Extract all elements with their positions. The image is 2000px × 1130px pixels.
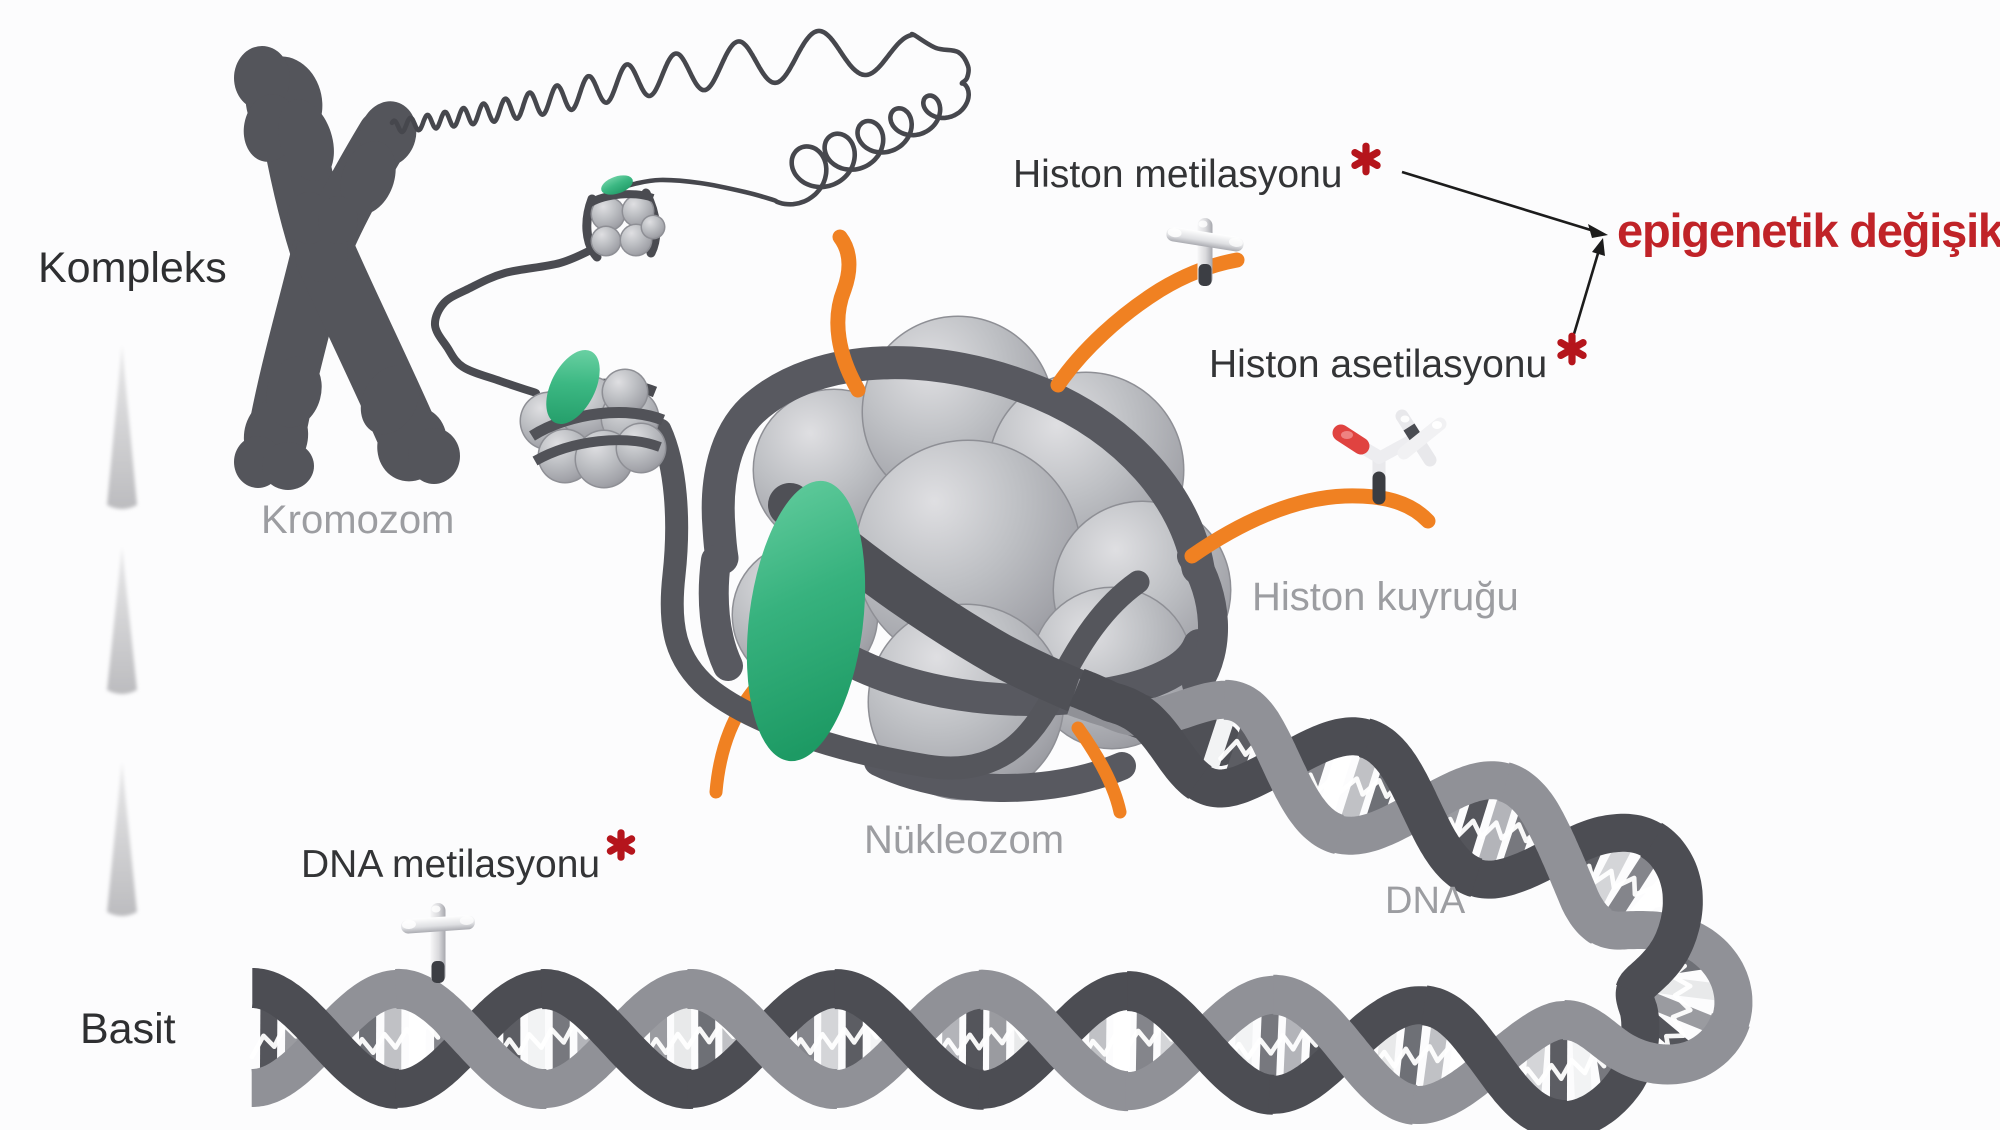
dna-methyl-group-icon: [401, 903, 475, 983]
dna-helix: [249, 668, 1753, 1130]
label-histone-tail: Histon kuyruğu: [1252, 575, 1519, 619]
label-dna-methylation: DNA metilasyonu: [301, 843, 601, 886]
asterisk-histone-methylation: [1351, 142, 1381, 176]
chromatin-fiber-loop: [430, 243, 601, 397]
asterisk-histone-acetylation: [1557, 332, 1587, 366]
complexity-axis-arrows: [107, 345, 137, 916]
histone-tails: [709, 229, 1436, 819]
label-histone-methylation: Histon metilasyonu: [1013, 153, 1343, 196]
asterisk-dna-methylation: [606, 829, 636, 861]
chromatin-fiber: [389, 28, 972, 207]
label-histone-acetylation: Histon asetilasyonu: [1209, 343, 1548, 386]
label-dna: DNA: [1385, 880, 1466, 922]
acetyl-group-icon: [1332, 409, 1447, 505]
label-epigenetic-change: epigenetik değişik: [1617, 204, 2000, 257]
label-nucleosome: Nükleozom: [864, 818, 1065, 862]
axis-label-complex: Kompleks: [38, 244, 227, 292]
axis-label-simple: Basit: [80, 1005, 176, 1053]
methyl-group-icon: [1166, 218, 1244, 286]
nucleosome-small: [582, 175, 666, 262]
histone-protein-green: [746, 480, 866, 762]
annotation-arrows: [1401, 170, 1608, 335]
chromosome-illustration: [234, 46, 460, 490]
label-chromosome: Kromozom: [261, 498, 455, 542]
nucleosome-medium: [519, 349, 667, 489]
